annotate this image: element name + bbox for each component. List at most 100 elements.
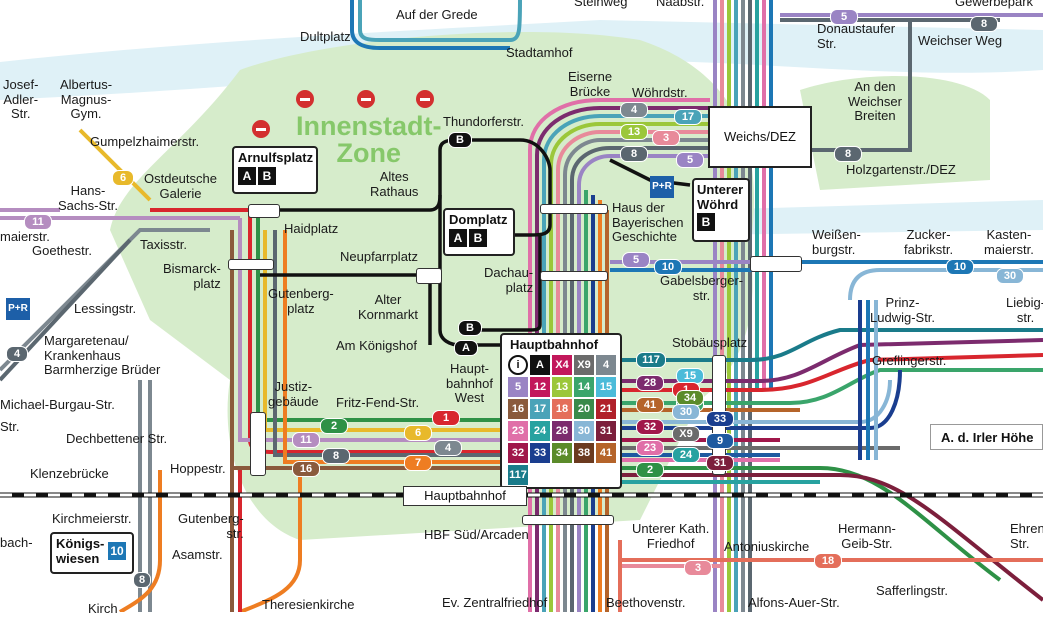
route-badge: 3 bbox=[652, 130, 680, 146]
stop-marker bbox=[416, 268, 442, 284]
label-gewerbepark: Gewerbepark bbox=[955, 0, 1034, 9]
route-badge: A bbox=[454, 340, 478, 356]
label-str-left: Str. bbox=[0, 419, 20, 434]
label-haidplatz: Haidplatz bbox=[284, 221, 339, 236]
label-stadtamhof: Stadtamhof bbox=[506, 45, 573, 60]
label-eiserne-bruecke: Eiserne Brücke bbox=[568, 69, 612, 99]
route-badge: 2 bbox=[320, 418, 348, 434]
label-liebig-1: Liebig- bbox=[1006, 295, 1043, 310]
label-holzgartenstr: Holzgartenstr./DEZ bbox=[846, 162, 956, 177]
route-badge: B bbox=[458, 320, 482, 336]
label-an-den-2: Weichser bbox=[848, 93, 902, 109]
route-badge: 8 bbox=[322, 448, 350, 464]
label-unterer-kath-friedhof: Unterer Kath. Friedhof bbox=[632, 521, 709, 551]
line-cell: 21 bbox=[596, 399, 616, 419]
line-cell: 33 bbox=[530, 443, 550, 463]
line-cell: 23 bbox=[508, 421, 528, 441]
label-ehrenfels-2: Str. bbox=[1010, 535, 1030, 551]
stop-marker bbox=[250, 412, 266, 476]
label-hermann-2: Geib-Str. bbox=[841, 535, 893, 551]
route-badge: 11 bbox=[24, 214, 52, 230]
route-badge: 5 bbox=[676, 152, 704, 168]
label-margaretenau-2: Krankenhaus bbox=[44, 347, 121, 363]
station-hauptbahnhof-rail[interactable]: Hauptbahnhof bbox=[403, 486, 527, 506]
label-josef-3: Str. bbox=[10, 106, 31, 122]
label-eiserne-2: Brücke bbox=[569, 83, 611, 99]
label-dechbettener: Dechbettener Str. bbox=[66, 431, 168, 446]
label-hbf-sued-arcaden: HBF Süd/Arcaden bbox=[424, 527, 529, 542]
route-badge: 1 bbox=[432, 410, 460, 426]
label-an-den-1: An den bbox=[854, 79, 896, 94]
station-weichs-dez[interactable]: Weichs/DEZ bbox=[708, 106, 812, 168]
line-cell: 4 bbox=[596, 355, 616, 375]
label-zucker-1: Zucker- bbox=[906, 227, 951, 242]
route-badge: B bbox=[448, 132, 472, 148]
label-margaretenau: Margaretenau/ Krankenhaus Barmherzige Br… bbox=[44, 333, 160, 378]
label-gutenbergstr-2: str. bbox=[226, 525, 244, 541]
stop-marker bbox=[750, 256, 802, 272]
label-prinz-1: Prinz- bbox=[885, 295, 920, 310]
label-gumpelzhaimerstr: Gumpelzhaimerstr. bbox=[90, 134, 200, 149]
label-woehrdstr: Wöhrdstr. bbox=[632, 85, 688, 100]
route-badge: 11 bbox=[292, 432, 320, 448]
label-alter-1: Alter bbox=[374, 292, 402, 307]
route-badge: 30 bbox=[672, 404, 700, 420]
station-unterer-woehrd-name2: Wöhrd bbox=[697, 197, 739, 212]
label-altes-rathaus: Altes Rathaus bbox=[370, 169, 418, 199]
label-theresienkirche: Theresienkirche bbox=[262, 597, 355, 612]
station-irler-hoehe[interactable]: A. d. Irler Höhe bbox=[930, 424, 1043, 450]
route-badge: 8 bbox=[970, 16, 998, 32]
line-cell: 41 bbox=[596, 443, 616, 463]
route-badge: 5 bbox=[622, 252, 650, 268]
label-taxisstr: Taxisstr. bbox=[140, 237, 187, 252]
label-greflingerstr: Greflingerstr. bbox=[872, 353, 947, 368]
label-weichser-weg: Weichser Weg bbox=[918, 33, 1003, 48]
station-unterer-woehrd[interactable]: Unterer Wöhrd B bbox=[692, 178, 750, 242]
label-ostdeutsche-1: Ostdeutsche bbox=[144, 171, 217, 186]
route-badge: 6 bbox=[404, 425, 432, 441]
label-margaretenau-1: Margaretenau/ bbox=[44, 333, 129, 348]
label-kastenmaierstr: Kasten- maierstr. bbox=[984, 227, 1034, 257]
label-weissenburgstr: Weißen- burgstr. bbox=[812, 227, 861, 257]
line-cell: 17 bbox=[530, 399, 550, 419]
route-badge: 33 bbox=[706, 411, 734, 427]
station-koenigswiesen-name2: wiesen bbox=[56, 551, 100, 566]
station-koenigswiesen[interactable]: Königs- wiesen 10 bbox=[50, 532, 134, 574]
label-hbfwest-3: West bbox=[454, 390, 485, 406]
label-haus-2: Bayerischen bbox=[612, 214, 684, 230]
line-cell: 28 bbox=[552, 421, 572, 441]
label-alter-kornmarkt: Alter Kornmarkt bbox=[358, 292, 418, 322]
label-ehrenfels: Ehrenfel Str. bbox=[1010, 521, 1043, 551]
station-hauptbahnhof-name: Hauptbahnhof bbox=[510, 337, 599, 352]
route-badge: 9 bbox=[706, 433, 734, 449]
route-badge: 5 bbox=[830, 9, 858, 25]
label-dachau-2: platz bbox=[505, 279, 534, 295]
label-zucker-2: fabrikstr. bbox=[904, 241, 954, 257]
zone-title: Innenstadt- Zone bbox=[296, 113, 442, 167]
route-badge: 31 bbox=[706, 455, 734, 471]
no-entry-icon bbox=[296, 90, 314, 108]
label-an-den-weichser-breiten: An den Weichser Breiten bbox=[848, 79, 902, 124]
zone-tag: B bbox=[697, 213, 715, 231]
route-badge: 8 bbox=[834, 146, 862, 162]
route-badge: 24 bbox=[672, 447, 700, 463]
line-cell: 38 bbox=[574, 443, 594, 463]
label-justizgebaeude: Justiz- gebäude bbox=[268, 379, 319, 409]
line-cell: X9 bbox=[574, 355, 594, 375]
route-badge: 8 bbox=[133, 572, 151, 588]
label-kirchmeierstr: Kirchmeierstr. bbox=[52, 511, 132, 526]
label-steinweg: Steinweg bbox=[574, 0, 628, 9]
label-hauptbahnhof-west: Haupt- bahnhof West bbox=[446, 361, 493, 406]
route-badge: 17 bbox=[674, 109, 702, 125]
station-koenigswiesen-name1: Königs- bbox=[56, 536, 105, 551]
station-hauptbahnhof[interactable]: Hauptbahnhof i A X4 X9 4 5 12 13 14 15 1… bbox=[500, 333, 622, 489]
route-badge: 6 bbox=[112, 170, 134, 186]
line-cell: 32 bbox=[508, 443, 528, 463]
label-beethovenstr: Beethovenstr. bbox=[606, 595, 686, 610]
zone-tag: A bbox=[449, 229, 467, 247]
line-cell: 117 bbox=[508, 465, 528, 485]
label-gabels-1: Gabelsberger- bbox=[660, 273, 744, 288]
label-donaustaufer: Donaustaufer Str. bbox=[817, 21, 895, 51]
